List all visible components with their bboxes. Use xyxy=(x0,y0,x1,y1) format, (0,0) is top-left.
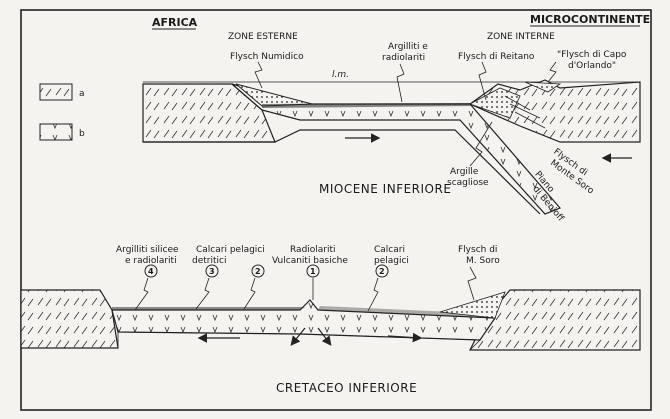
cretaceous-caption: CRETACEO INFERIORE xyxy=(276,381,417,395)
label-capo-1: "Flysch di Capo xyxy=(557,50,627,60)
arrow-icon xyxy=(290,327,306,346)
leader-argille xyxy=(469,121,493,167)
leader-capo xyxy=(547,61,557,83)
label-flysch-reitano: Flysch di Reitano xyxy=(458,52,535,62)
sediment-strip xyxy=(262,103,472,108)
marker-4: 4 xyxy=(134,264,158,311)
svg-text:1: 1 xyxy=(310,267,316,276)
leader-flysch-numidico xyxy=(254,61,263,89)
svg-text:2: 2 xyxy=(379,267,385,276)
marker-2a: 2 xyxy=(243,264,265,310)
label-argilliti-1: Argilliti e xyxy=(388,42,428,52)
slab-base xyxy=(143,129,541,215)
label-flysch-msoro-1: Flysch di xyxy=(458,245,497,255)
legend-label-a: a xyxy=(79,89,85,99)
label-argille-2: scagliose xyxy=(447,178,489,188)
label-argilliti-silicee-1: Argilliti silicee xyxy=(116,245,179,255)
capo-orlando-wedge xyxy=(524,81,562,93)
africa-title: AFRICA xyxy=(152,16,198,29)
miocene-caption: MIOCENE INFERIORE xyxy=(319,182,451,196)
flysch-soro-wedge xyxy=(439,291,506,319)
label-flysch-numidico: Flysch Numidico xyxy=(230,52,304,62)
african-margin xyxy=(20,289,119,349)
african-crust xyxy=(142,83,276,143)
svg-text:3: 3 xyxy=(209,267,215,276)
label-capo-2: d'Orlando" xyxy=(568,61,616,71)
marker-2b: 2 xyxy=(367,264,389,312)
legend: a b xyxy=(39,83,85,141)
arrow-icon xyxy=(387,332,423,343)
label-calcari-2: pelagici xyxy=(374,256,409,266)
marker-3: 3 xyxy=(195,264,219,310)
leader-argilliti xyxy=(396,63,405,103)
label-vulcaniti: Vulcaniti basiche xyxy=(272,256,348,266)
svg-text:4: 4 xyxy=(148,267,154,276)
microcontinent-title: MICROCONTINENTE xyxy=(530,13,650,26)
sediment-strip-left xyxy=(112,307,305,310)
label-argille-1: Argille xyxy=(450,167,479,177)
reitano-wedge xyxy=(469,87,521,119)
zone-interne: ZONE INTERNE xyxy=(487,32,555,42)
sediment-strip-right xyxy=(318,306,497,318)
legend-swatch-b xyxy=(39,123,73,141)
label-argilliti-2: radiolariti xyxy=(382,53,425,63)
frame xyxy=(20,9,652,411)
cretaceous-section: Argilliti silicee e radiolariti Calcari … xyxy=(20,245,641,395)
leader-reitano xyxy=(478,61,487,101)
label-calcari-detritici-2: detritici xyxy=(192,256,226,266)
legend-swatch-a xyxy=(39,83,73,101)
legend-label-b: b xyxy=(79,129,85,139)
label-calcari-detritici-1: Calcari pelagici xyxy=(196,245,265,255)
marker-1: 1 xyxy=(306,264,320,300)
miocene-section: ZONE ESTERNE ZONE INTERNE l.m. Flysch Nu… xyxy=(142,32,641,224)
label-calcari-1: Calcari xyxy=(374,245,405,255)
label-radiolariti: Radiolariti xyxy=(290,245,336,255)
svg-text:2: 2 xyxy=(255,267,261,276)
arrow-icon xyxy=(317,327,332,346)
leader-flysch-msoro xyxy=(467,266,477,301)
label-flysch-msoro-2: M. Soro xyxy=(466,256,500,266)
zone-esterne: ZONE ESTERNE xyxy=(228,32,298,42)
sea-level-label: l.m. xyxy=(332,70,349,80)
label-argilliti-silicee-2: e radiolariti xyxy=(125,256,177,266)
